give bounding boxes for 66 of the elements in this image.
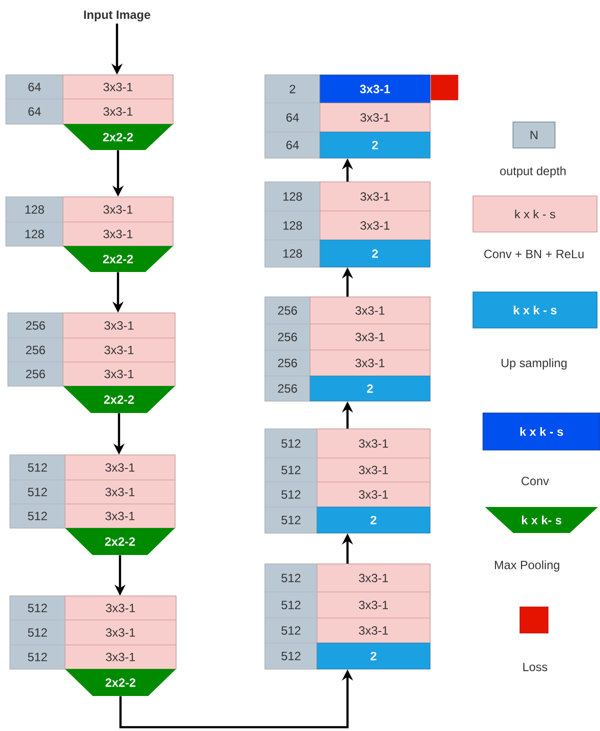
node-label: 64 xyxy=(286,113,299,122)
node-label: 128 xyxy=(283,221,302,230)
legend-trapezoid: k x k- s xyxy=(485,507,598,533)
pooling-trapezoid: 2x2-2 xyxy=(63,124,173,150)
layer-row: 256 3x3-1 xyxy=(264,296,430,324)
layer-row: 512 3x3-1 xyxy=(264,458,430,482)
layer-row: 512 3x3-1 xyxy=(264,592,430,618)
node-label: 3x3-1 xyxy=(358,600,388,610)
node-label: 256 xyxy=(278,332,297,342)
layer-row: 64 2 xyxy=(264,132,430,158)
pooling-trapezoid: 2x2-2 xyxy=(63,246,173,272)
legend-box: k x k - s xyxy=(472,196,598,232)
node-label: 256 xyxy=(278,358,297,368)
legend-caption: Conv xyxy=(522,476,549,486)
node-label: 64 xyxy=(286,140,299,150)
node-label: 3x3-1 xyxy=(358,626,388,635)
layer-row: 128 2 xyxy=(264,240,430,268)
layer-row: 128 3x3-1 xyxy=(264,182,430,212)
layer-row: 512 3x3-1 xyxy=(264,564,430,592)
pooling-trapezoid: 2x2-2 xyxy=(65,528,175,555)
legend-caption: Up sampling xyxy=(502,358,567,370)
legend-box: k x k - s xyxy=(472,292,598,328)
node-label: 2 xyxy=(290,84,296,94)
legend-box: k x k - s xyxy=(482,412,600,450)
node-label: 3x3-1 xyxy=(358,466,388,474)
node-label: 3x3-1 xyxy=(358,490,388,499)
node-label: 512 xyxy=(281,516,300,524)
node-label: 256 xyxy=(278,306,297,315)
node-label: 3x3-1 xyxy=(358,574,388,582)
node-label: 3x3-1 xyxy=(360,192,390,201)
layer-row: 512 3x3-1 xyxy=(264,618,430,644)
legend-caption: Loss xyxy=(523,662,548,672)
node-label: 512 xyxy=(281,626,300,635)
node-label: 512 xyxy=(281,439,300,448)
legend-caption: output depth xyxy=(500,166,566,178)
node-label: 512 xyxy=(281,652,300,660)
node-label: 512 xyxy=(281,574,300,582)
node-label: 3x3-1 xyxy=(360,221,390,230)
legend-caption: Max Pooling xyxy=(494,560,560,572)
layer-row: 512 2 xyxy=(264,642,430,670)
node-label: 3x3-1 xyxy=(358,439,388,448)
node-label: 512 xyxy=(281,466,300,474)
node-label: 3x3-1 xyxy=(355,306,384,315)
layer-row: 512 3x3-1 xyxy=(264,428,430,458)
node-label: 512 xyxy=(281,600,300,610)
legend-caption: Conv + BN + ReLu xyxy=(484,250,584,258)
node-label: 128 xyxy=(283,192,302,201)
loss-square xyxy=(430,74,458,100)
node-label: 3x3-1 xyxy=(355,358,384,368)
layer-row: 2 3x3-1 xyxy=(264,74,430,104)
pooling-trapezoid: 2x2-2 xyxy=(65,669,176,696)
layer-row: 512 3x3-1 xyxy=(264,482,430,508)
layer-row: 128 3x3-1 xyxy=(264,210,430,240)
node-label: 128 xyxy=(283,249,302,258)
node-label: 512 xyxy=(281,490,300,499)
node-label: 3x3-1 xyxy=(355,332,384,342)
layer-row: 512 2 xyxy=(264,506,430,534)
layer-row: 256 3x3-1 xyxy=(264,350,430,376)
input-label: Input Image xyxy=(84,10,150,22)
node-label: 256 xyxy=(278,384,297,393)
layer-row: 256 2 xyxy=(264,376,430,402)
legend-box: N xyxy=(512,122,556,148)
layer-row: 64 3x3-1 xyxy=(264,102,430,132)
pooling-trapezoid: 2x2-2 xyxy=(63,386,175,413)
legend-square xyxy=(520,606,548,634)
layer-row: 256 3x3-1 xyxy=(264,324,430,350)
